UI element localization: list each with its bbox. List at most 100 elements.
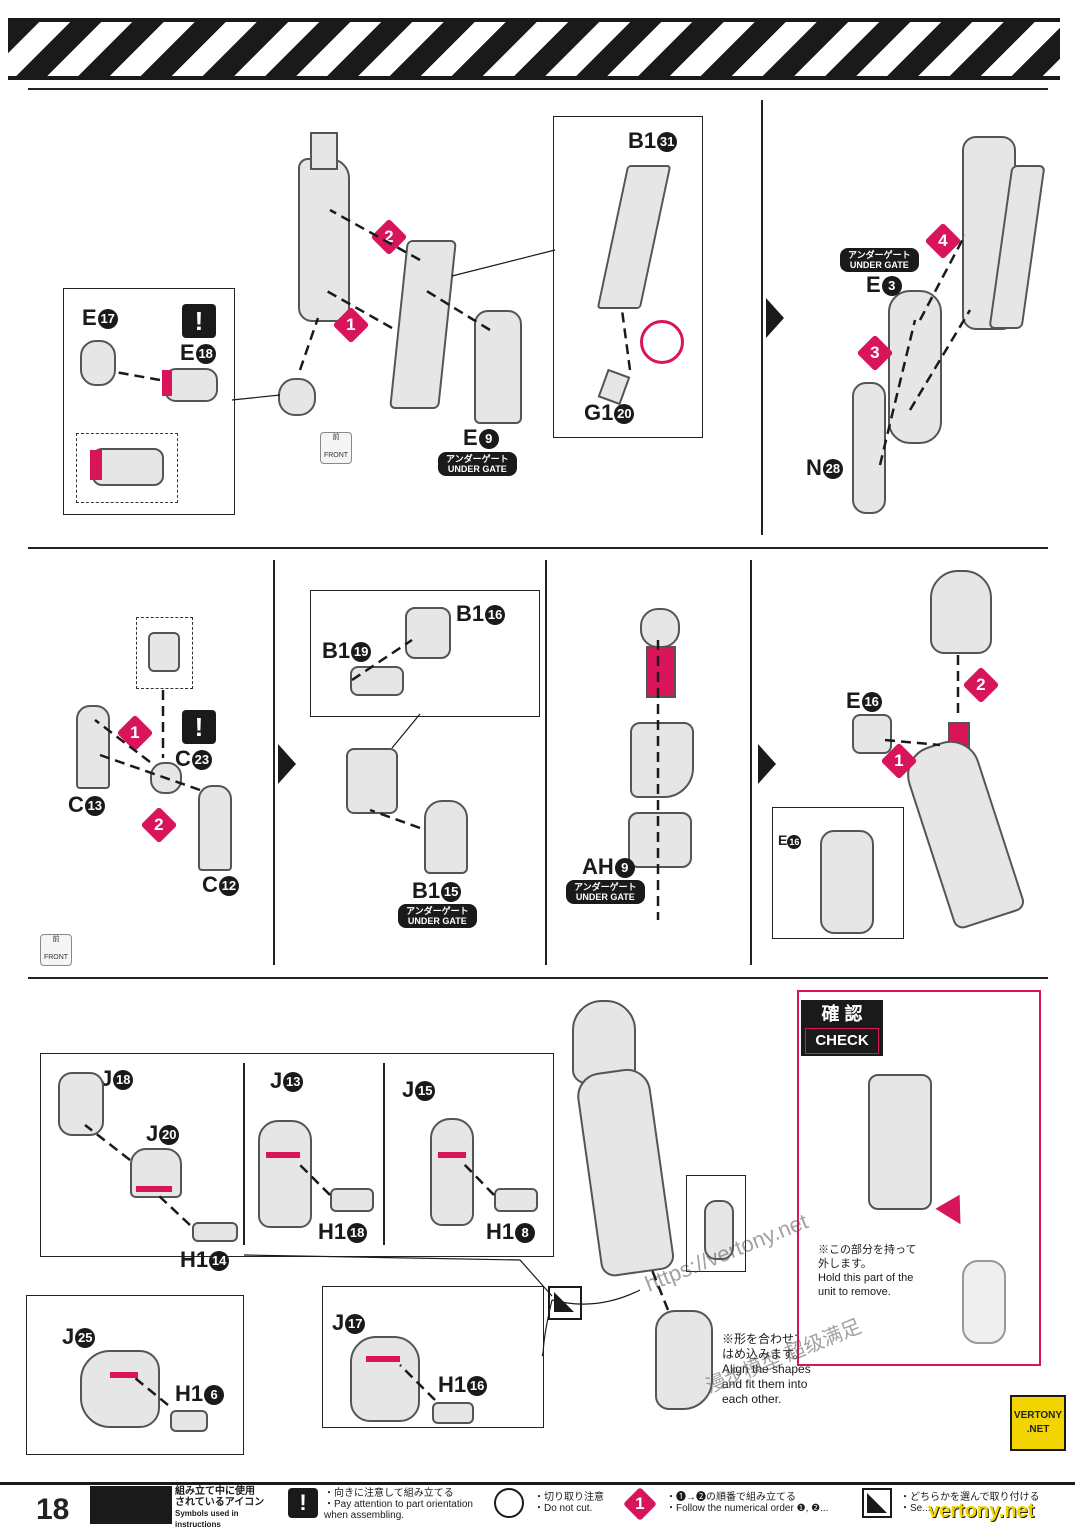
part-j25-drawing: [80, 1350, 160, 1428]
dashed-arrow: [324, 288, 393, 330]
dashed-arrow: [424, 288, 491, 332]
part-e18-drawing: [164, 368, 218, 402]
dashed-arrow: [908, 309, 972, 411]
dashed-arrow: [369, 808, 421, 830]
footer-cut-note: ・切り取り注意 ・Do not cut.: [534, 1492, 604, 1514]
connection-mark: [110, 1372, 138, 1378]
part-e18-detail: [92, 448, 164, 486]
dashed-arrow: [884, 738, 941, 747]
part-j15-drawing: [430, 1118, 474, 1226]
part-h1-8-drawing: [494, 1188, 538, 1212]
dashed-arrow: [878, 319, 917, 466]
dashed-arrow: [94, 719, 151, 763]
footer-choose-note: ・どちらかを選んで取り付ける ・Se...: [900, 1492, 1040, 1514]
no-cut-icon: [640, 320, 684, 364]
leg-frame-top: [310, 132, 338, 170]
shoulder-assembly: [346, 748, 398, 814]
part-b1-15-drawing: [424, 800, 468, 874]
arm-detail-drawing: [820, 830, 874, 934]
part-b1-16-drawing: [405, 607, 451, 659]
caution-icon: !: [182, 304, 216, 338]
callout-line: [391, 713, 421, 749]
part-e9-drawing: [474, 310, 522, 424]
next-step-arrow: [278, 744, 296, 784]
hand-attached: [655, 1310, 713, 1410]
dashed-arrow: [461, 1161, 495, 1196]
vertony-badge: VERTONY .NET: [1010, 1395, 1066, 1451]
dashed-arrow: [84, 1124, 131, 1161]
upper-arm-part: [930, 570, 992, 654]
panel-divider: [243, 1063, 245, 1245]
footer-orientation-note: ・向きに注意して組み立てる ・Pay attention to part ori…: [324, 1488, 473, 1521]
elbow-joint-part: [640, 608, 680, 648]
part-j18-drawing: [58, 1072, 104, 1136]
dashed-arrow: [650, 1269, 670, 1311]
caution-icon: !: [182, 710, 216, 744]
part-h1-16-drawing: [432, 1402, 474, 1424]
dashed-arrow: [114, 370, 161, 382]
connection-mark: [136, 1186, 172, 1192]
dashed-arrow: [157, 1194, 191, 1226]
page-number: 18: [36, 1493, 70, 1526]
forearm-part-upper: [630, 722, 694, 798]
panel-divider: [383, 1063, 385, 1245]
connection-mark: [366, 1356, 400, 1362]
choose-one-icon: [862, 1488, 892, 1518]
part-h1-6-drawing: [170, 1410, 208, 1432]
hazard-stripe-header: [8, 18, 1060, 80]
next-step-arrow: [766, 298, 784, 338]
no-cut-icon: [494, 1488, 524, 1518]
callout-line: [451, 249, 556, 277]
dashed-arrow: [329, 208, 421, 262]
arm-check-drawing: [868, 1074, 932, 1210]
part-h1-14-drawing: [192, 1222, 238, 1242]
part-j13-drawing: [258, 1120, 312, 1228]
callout-line: [231, 394, 281, 401]
part-j17-drawing: [350, 1336, 420, 1422]
upper-arm-part: [572, 1000, 636, 1084]
hand-removed-drawing: [962, 1260, 1006, 1344]
leg-frame-part: [298, 158, 350, 322]
next-step-arrow: [758, 744, 776, 784]
part-c23-detail: [148, 632, 180, 672]
callout-line: [243, 1254, 553, 1297]
dashed-arrow: [399, 1364, 436, 1401]
check-badge: 確 認 CHECK: [801, 1000, 883, 1056]
footer-title: 組み立て中に使用 されているアイコン Symbols used in instr…: [175, 1486, 265, 1529]
section-divider-top: [28, 88, 1048, 90]
section-divider-mid: [28, 547, 1048, 549]
footer-order-note: ・❶→❷の順番で組み立てる ・Follow the numerical orde…: [666, 1492, 829, 1514]
dashed-arrow: [134, 1377, 169, 1406]
part-e3-drawing: [888, 290, 942, 444]
dashed-arrow: [298, 317, 320, 371]
panel-divider: [545, 560, 547, 965]
forearm-part-lower: [628, 812, 692, 868]
dashed-arrow: [620, 309, 632, 371]
watermark-footer: vertony.net: [928, 1500, 1035, 1522]
